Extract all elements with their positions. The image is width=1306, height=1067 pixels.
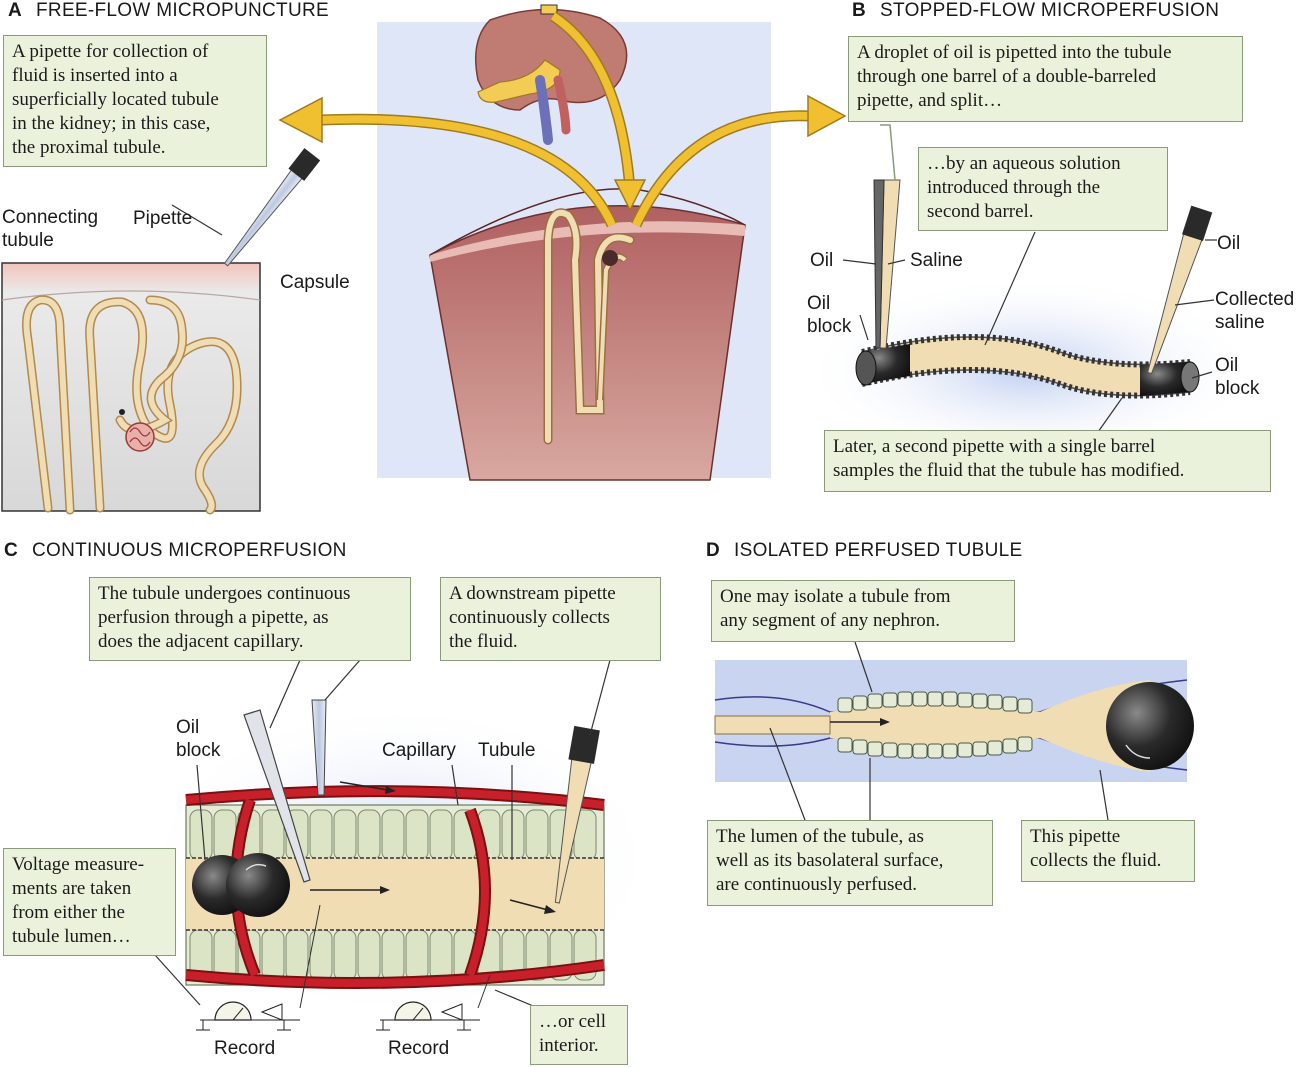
epithelial-cells-d [837, 691, 1033, 759]
callout-line: A droplet of oil is pipetted into the tu… [857, 42, 1172, 63]
callout-line: …or cell [539, 1011, 607, 1032]
voltmeter-2 [376, 1001, 480, 1031]
panel-c-illustration [140, 659, 660, 1031]
label-line: Collected [1215, 289, 1295, 310]
callout-line: perfusion through a pipette, as [98, 607, 329, 628]
label-line: Oil [807, 293, 831, 314]
callout-line: well as its basolateral surface, [716, 850, 944, 871]
section-b-letter: B [852, 0, 867, 21]
label-line: saline [1215, 312, 1265, 333]
label-line: block [176, 740, 221, 761]
label-collected-saline: Collected saline [1215, 288, 1294, 334]
callout-line: pipette, and split… [857, 90, 1003, 111]
section-c-title: C CONTINUOUS MICROPERFUSION [4, 540, 347, 562]
section-d-letter: D [706, 540, 721, 561]
label-pipette: Pipette [133, 208, 193, 229]
section-d-heading: ISOLATED PERFUSED TUBULE [734, 540, 1023, 561]
callout-c-voltage: Voltage measure- ments are taken from ei… [3, 848, 176, 956]
label-line: block [1215, 378, 1260, 399]
collection-pipette-d [1106, 682, 1194, 770]
voltmeter-1 [196, 1001, 300, 1031]
label-line: block [807, 316, 852, 337]
label-record-2: Record [388, 1038, 450, 1059]
collection-pipette-c [554, 725, 600, 904]
glomerulus-a [125, 422, 155, 452]
callout-line: Voltage measure- [12, 854, 145, 875]
kidney-center-illustration [278, 4, 847, 481]
callout-line: from either the [12, 902, 125, 923]
section-d-title: D ISOLATED PERFUSED TUBULE [706, 540, 1022, 562]
section-c-letter: C [4, 540, 19, 561]
callout-d-pipette: This pipette collects the fluid. [1021, 820, 1195, 882]
oil-block-b-left [855, 350, 877, 386]
callout-line: tubule lumen… [12, 926, 131, 947]
callout-line: One may isolate a tubule from [720, 586, 951, 607]
callout-line: continuously collects [449, 607, 610, 628]
callout-b-later: Later, a second pipette with a single ba… [824, 430, 1271, 492]
callout-line: second barrel. [927, 201, 1034, 222]
label-record-1: Record [214, 1038, 276, 1059]
label-oil-block-b-right: Oil block [1215, 354, 1259, 400]
section-c-heading: CONTINUOUS MICROPERFUSION [32, 540, 347, 561]
label-oil-b-right: Oil [1217, 233, 1241, 254]
perfusion-pipette-c [243, 709, 311, 883]
label-oil-b: Oil [810, 250, 834, 271]
capillary-pipette-c [311, 699, 327, 796]
label-line: Oil [1215, 355, 1239, 376]
callout-line: fluid is inserted into a [12, 65, 178, 86]
callout-b-aqueous: …by an aqueous solution introduced throu… [918, 147, 1168, 231]
label-capsule: Capsule [280, 272, 350, 293]
label-line: tubule [2, 230, 54, 251]
callout-line: the fluid. [449, 631, 518, 652]
label-connecting-tubule: Connecting tubule [2, 206, 98, 252]
callout-c-downstream: A downstream pipette continuously collec… [440, 577, 661, 661]
callout-line: A pipette for collection of [12, 41, 209, 62]
label-oil-block-c: Oil block [176, 716, 220, 762]
label-tubule: Tubule [478, 740, 536, 761]
callout-line: collects the fluid. [1030, 850, 1162, 871]
callout-a-pipette: A pipette for collection of fluid is ins… [3, 35, 267, 167]
callout-d-isolate: One may isolate a tubule from any segmen… [711, 580, 1015, 642]
label-oil-block-b-left: Oil block [807, 292, 851, 338]
callout-line: any segment of any nephron. [720, 610, 941, 631]
section-b-title: B STOPPED-FLOW MICROPERFUSION [852, 0, 1219, 22]
section-b-heading: STOPPED-FLOW MICROPERFUSION [880, 0, 1220, 21]
callout-line: in the kidney; in this case, [12, 113, 211, 134]
pipette-a [223, 148, 321, 267]
callout-line: …by an aqueous solution [927, 153, 1121, 174]
panel-d-illustration [714, 641, 1194, 821]
callout-line: interior. [539, 1035, 599, 1056]
callout-line: does the adjacent capillary. [98, 631, 304, 652]
panel-b-illustration [800, 124, 1260, 465]
callout-line: introduced through the [927, 177, 1101, 198]
collection-pipette-b [1147, 205, 1213, 375]
callout-line: A downstream pipette [449, 583, 616, 604]
callout-line: The lumen of the tubule, as [716, 826, 924, 847]
callout-line: This pipette [1030, 826, 1121, 847]
callout-line: through one barrel of a double-barreled [857, 66, 1157, 87]
label-line: Connecting [2, 207, 99, 228]
callout-line: are continuously perfused. [716, 874, 918, 895]
callout-d-lumen: The lumen of the tubule, as well as its … [707, 820, 993, 906]
section-a-heading: FREE-FLOW MICROPUNCTURE [36, 0, 329, 21]
callout-line: superficially located tubule [12, 89, 219, 110]
label-capillary: Capillary [382, 740, 456, 761]
callout-c-continuous: The tubule undergoes continuous perfusio… [89, 577, 411, 661]
callout-line: the proximal tubule. [12, 137, 166, 158]
callout-line: Later, a second pipette with a single ba… [833, 436, 1156, 457]
oil-block-b-right [1180, 361, 1200, 393]
section-a-letter: A [8, 0, 23, 21]
callout-line: The tubule undergoes continuous [98, 583, 351, 604]
section-a-title: A FREE-FLOW MICROPUNCTURE [8, 0, 329, 22]
label-saline: Saline [910, 250, 963, 271]
callout-b-oil: A droplet of oil is pipetted into the tu… [848, 36, 1243, 122]
callout-line: ments are taken [12, 878, 132, 899]
panel-a-illustration [1, 148, 321, 515]
callout-c-cell: …or cell interior. [530, 1005, 628, 1065]
label-line: Oil [176, 717, 200, 738]
callout-line: samples the fluid that the tubule has mo… [833, 460, 1185, 481]
kidney-zoom-marker [540, 4, 558, 15]
tubule-d [830, 701, 1040, 749]
